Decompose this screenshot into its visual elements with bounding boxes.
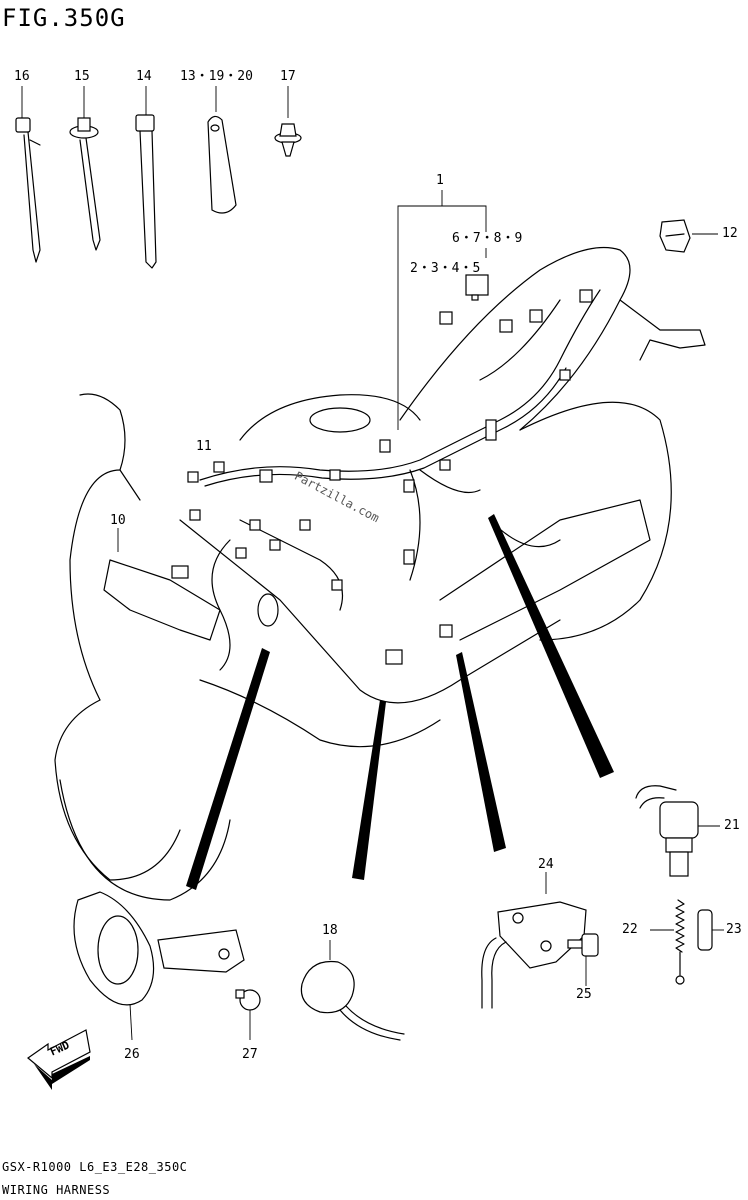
main-wiring-harness[interactable]: [199, 289, 601, 671]
callout-12: 12: [722, 226, 738, 241]
part-27-screw[interactable]: [235, 989, 261, 1040]
part-25-bolt[interactable]: [567, 933, 599, 986]
callout-22: 22: [622, 922, 638, 937]
footer-title: WIRING HARNESS: [2, 1183, 111, 1197]
part-14-cable-tie[interactable]: [135, 86, 157, 269]
callout-1: 1: [436, 173, 444, 188]
harness-connectors[interactable]: [187, 289, 593, 665]
footer-code: GSX-R1000 L6_E3_E28_350C: [2, 1160, 188, 1174]
part-24-bracket[interactable]: [481, 872, 587, 1009]
part-26-horn[interactable]: [73, 891, 245, 1041]
callout-24: 24: [538, 857, 554, 872]
part-16-cable-tie-clip[interactable]: [15, 86, 41, 263]
relay-part-2-5[interactable]: [465, 274, 489, 301]
leader-wedges: [186, 514, 614, 890]
horn-in-bike: [257, 593, 279, 627]
callout-25: 25: [576, 987, 592, 1002]
callout-2-3-4-5: 2・3・4・5: [410, 261, 481, 276]
fuse-part[interactable]: [439, 311, 453, 325]
callout-13-19-20: 13・19・20: [180, 69, 253, 84]
callout-14: 14: [136, 69, 152, 84]
part-18-grommet[interactable]: [300, 940, 405, 1041]
part-21-switch[interactable]: [635, 785, 720, 877]
callout-21: 21: [724, 818, 740, 833]
callout-23: 23: [726, 922, 742, 937]
part-10-front-harness-loop[interactable]: [103, 528, 221, 641]
part-23-sleeve[interactable]: [697, 909, 724, 951]
figure-title: FIG.350G: [2, 4, 126, 32]
motorcycle-outline: [54, 246, 706, 901]
part-22-spring[interactable]: [650, 899, 685, 985]
callout-17: 17: [280, 69, 296, 84]
callout-11: 11: [196, 439, 212, 454]
callout-1-bracket: [397, 190, 487, 430]
part-12-connector[interactable]: [659, 219, 718, 253]
part-13-19-20-strap[interactable]: [207, 86, 237, 214]
callout-15: 15: [74, 69, 90, 84]
callout-10: 10: [110, 513, 126, 528]
callout-6-7-8-9: 6・7・8・9: [452, 231, 523, 246]
callout-27: 27: [242, 1047, 258, 1062]
callout-18: 18: [322, 923, 338, 938]
callout-26: 26: [124, 1047, 140, 1062]
part-15-clamp-tie[interactable]: [69, 86, 101, 251]
part-17-push-clip[interactable]: [274, 86, 302, 157]
fwd-arrow: [27, 1029, 91, 1090]
callout-16: 16: [14, 69, 30, 84]
